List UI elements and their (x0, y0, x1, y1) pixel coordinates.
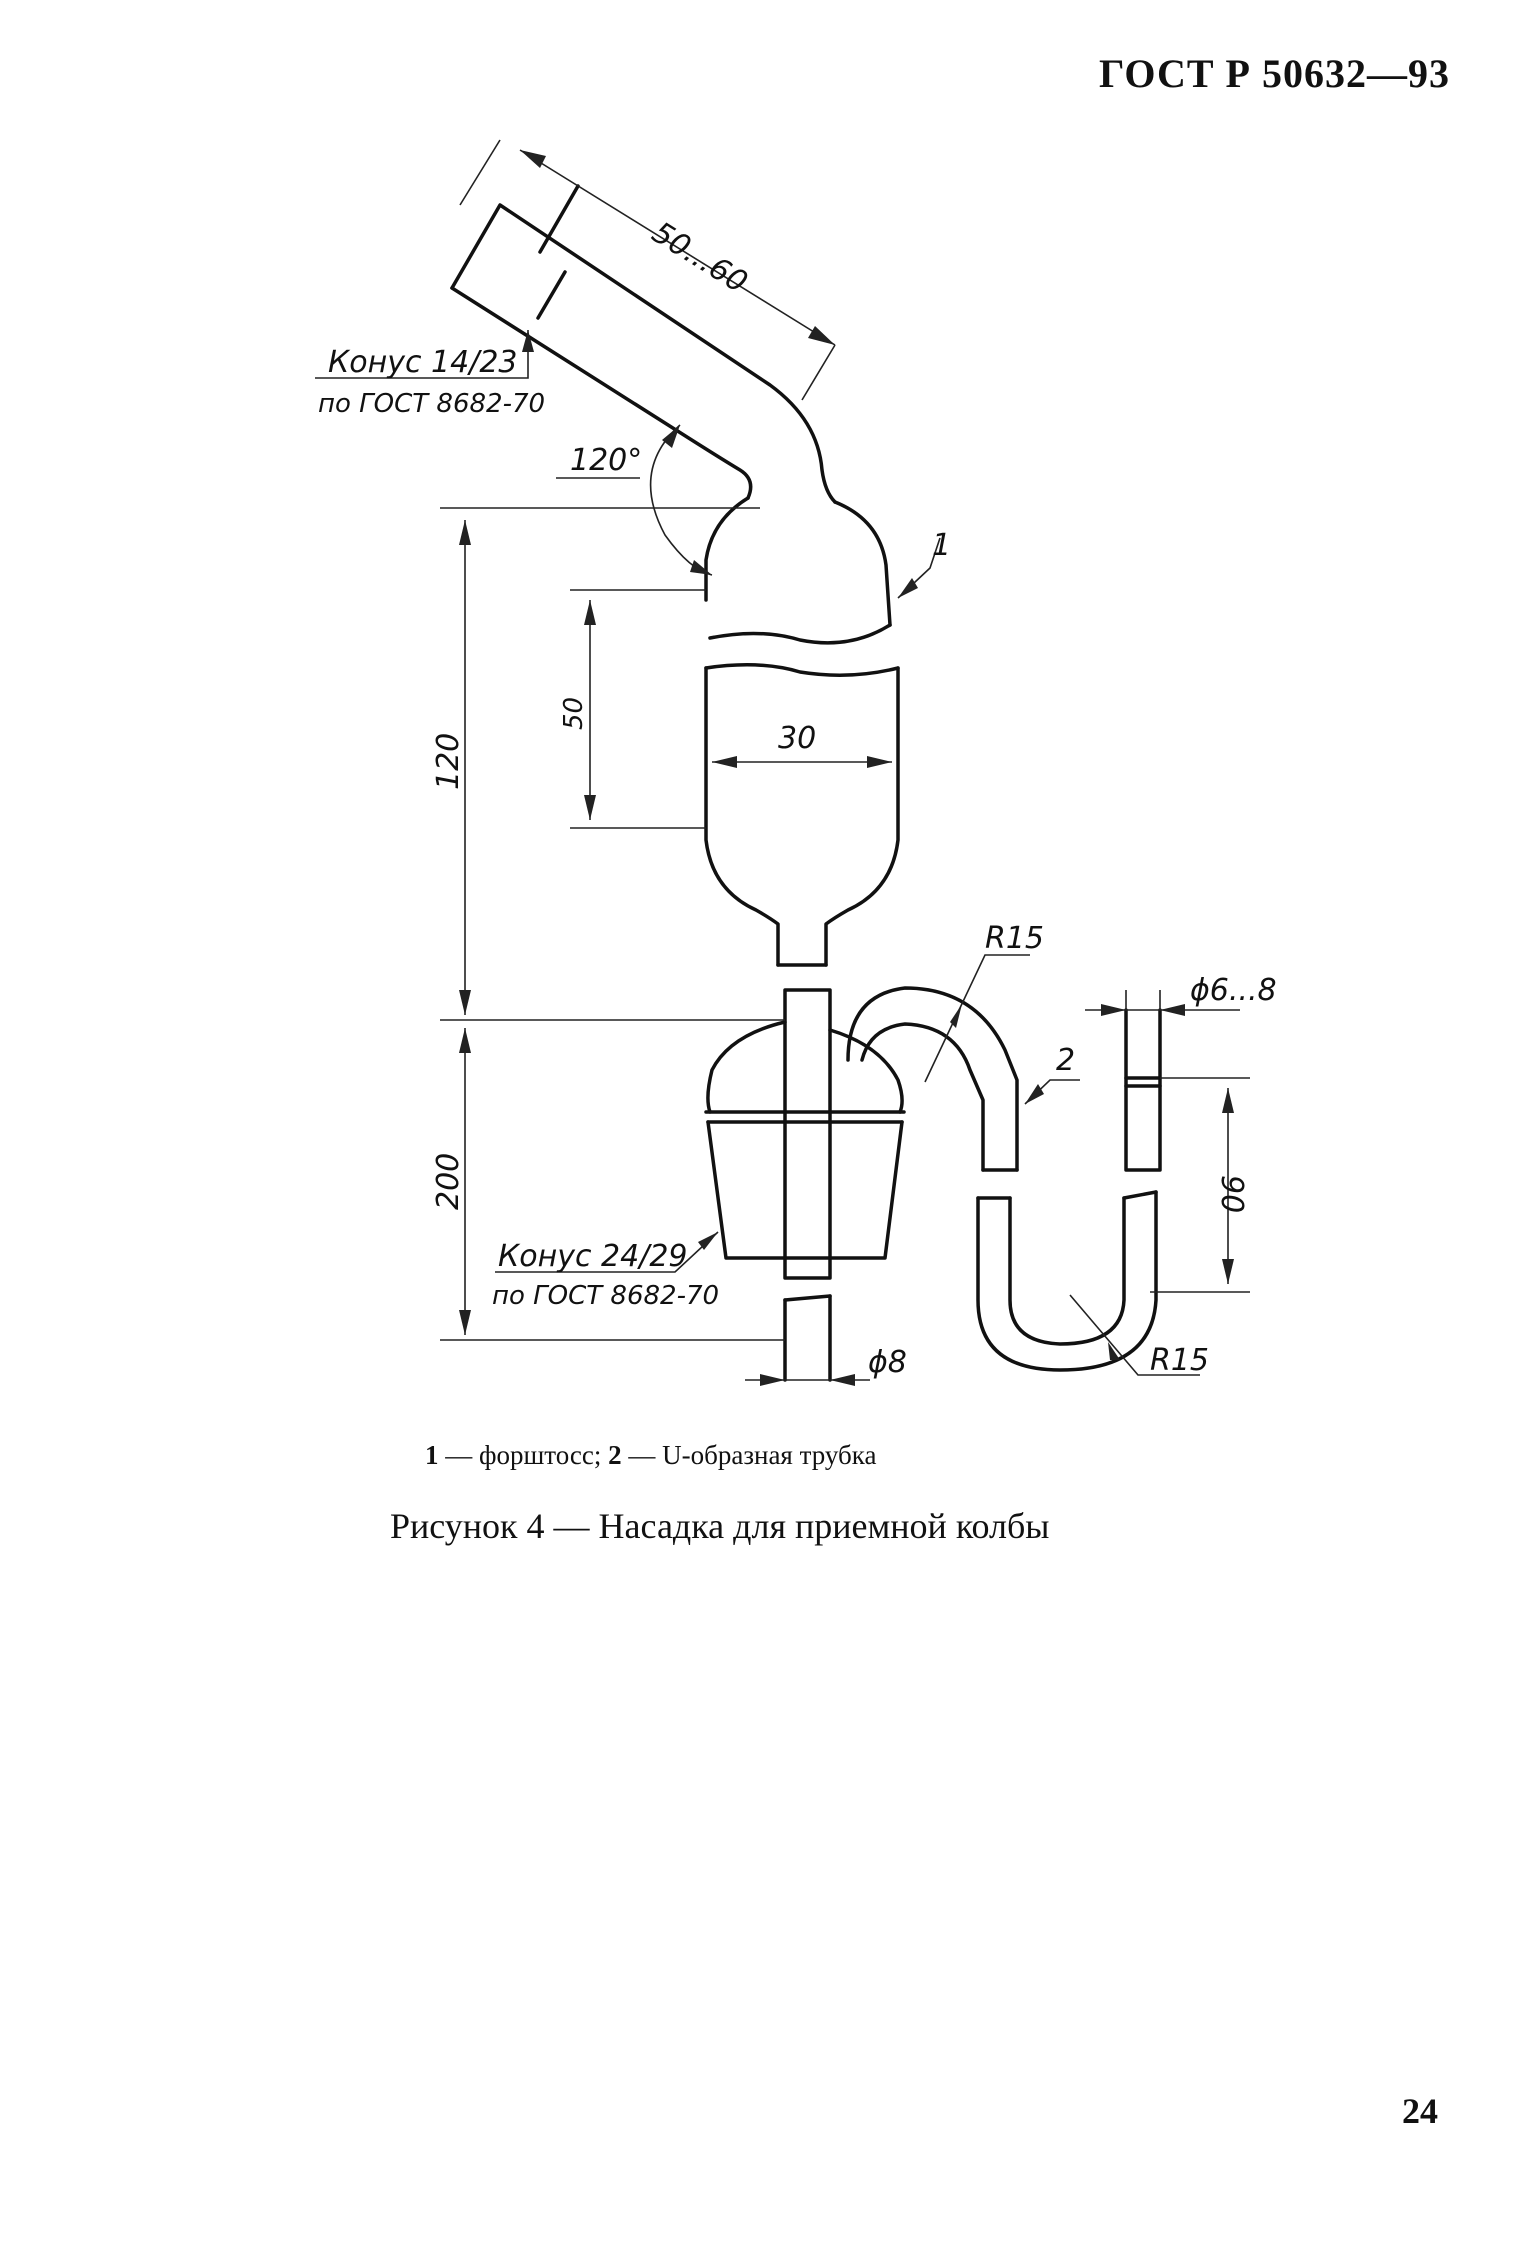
legend-item2-number: 2 (608, 1440, 622, 1470)
figure-caption: Рисунок 4 — Насадка для приемной колбы (390, 1506, 1050, 1546)
u-tube-outline (976, 1008, 1162, 1372)
dim-bottom-height: 200 (431, 1153, 466, 1210)
cone-bottom-line2: по ГОСТ 8682-70 (492, 1281, 719, 1311)
dim-cylinder-height: 50 (559, 697, 589, 730)
cone-bottom-line1: Конус 24/29 (498, 1239, 688, 1274)
page-number: 24 (1402, 2091, 1438, 2131)
cone-top-line1: Конус 14/23 (328, 345, 518, 380)
legend-item2-text: — U-образная трубка (621, 1440, 877, 1470)
dim-tube-diameter: ϕ6...8 (1190, 973, 1277, 1008)
figure-legend: 1 — форштосс; 2 — U-образная трубка (425, 1440, 876, 1471)
dim-cylinder-diameter: 30 (778, 721, 816, 756)
stopper-outline (704, 986, 1019, 1382)
legend-item1-text: — форштосс; (438, 1440, 609, 1470)
dim-u-radius-bottom: R15 (1150, 1343, 1209, 1378)
callout-part-2: 2 (1056, 1043, 1075, 1078)
dim-u-radius-top: R15 (985, 921, 1044, 956)
dim-branch-length: 50...60 (646, 215, 754, 300)
dim-angle: 120° (570, 443, 642, 478)
vessel-outline (450, 184, 900, 967)
standard-header: ГОСТ Р 50632—93 (1098, 51, 1450, 96)
dim-u-leg-height: 90 (1214, 1175, 1249, 1213)
callout-part-1: 1 (932, 528, 951, 563)
drawing-svg: 50...60 120° 120 50 30 200 R15 R15 ϕ6...… (315, 139, 1277, 1386)
dimension-lines (315, 139, 1250, 1386)
dim-stem-diameter: ϕ8 (868, 1345, 907, 1380)
dim-total-height: 120 (431, 733, 466, 790)
legend-item1-number: 1 (425, 1440, 439, 1470)
cone-top-line2: по ГОСТ 8682-70 (318, 389, 545, 419)
technical-drawing: 50...60 120° 120 50 30 200 R15 R15 ϕ6...… (315, 139, 1277, 1386)
